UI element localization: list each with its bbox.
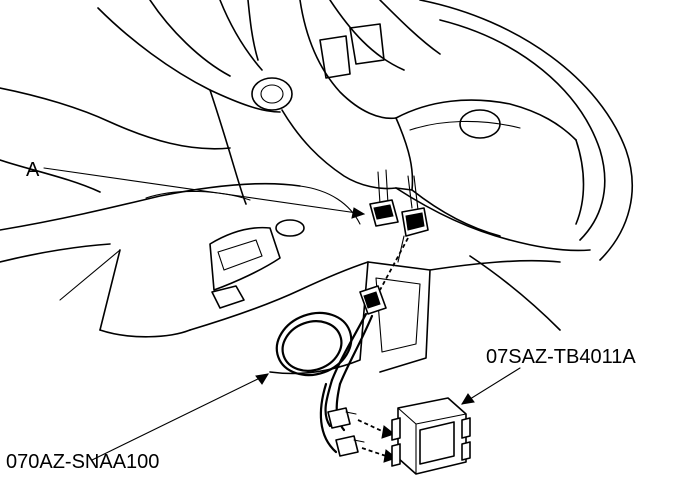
leader-test-unit	[461, 367, 521, 405]
test-harness	[275, 237, 409, 457]
callout-test-unit: 07SAZ-TB4011A	[486, 346, 636, 368]
callout-connector-a: A	[26, 159, 40, 181]
leader-harness-arrowhead	[255, 373, 269, 385]
steering-column	[97, 0, 633, 261]
test-unit-box	[391, 397, 471, 475]
leader-a	[43, 167, 365, 215]
leader-harness	[91, 373, 269, 461]
leader-test-unit-arrowhead	[461, 393, 475, 405]
leader-a-arrowhead	[351, 207, 366, 219]
callout-harness: 070AZ-SNAA100	[6, 451, 160, 473]
dashboard-panel	[0, 87, 561, 375]
leader-lines	[43, 167, 521, 461]
connection-arrows	[357, 419, 398, 463]
connector-a	[369, 169, 429, 263]
